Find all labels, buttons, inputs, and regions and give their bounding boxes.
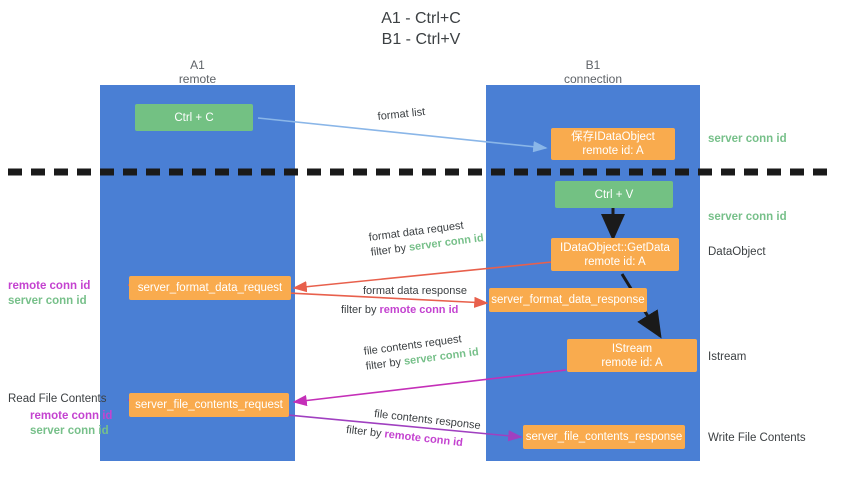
flow-file-contents-response-emphasis: remote conn id bbox=[383, 428, 464, 450]
node-getdata-line1: IDataObject::GetData bbox=[560, 241, 670, 254]
node-server-format-data-response[interactable]: server_format_data_response bbox=[489, 288, 647, 312]
node-server-file-contents-response-label: server_file_contents_response bbox=[525, 431, 683, 443]
node-getdata-line2: remote id: A bbox=[584, 255, 646, 268]
flow-format-data-response-line2: filter by remote conn id bbox=[341, 303, 467, 318]
node-server-file-contents-request[interactable]: server_file_contents_request bbox=[129, 393, 289, 417]
flow-label-format-list-text: format list bbox=[377, 106, 426, 123]
legend-bottom-remote-conn-id: remote conn id bbox=[30, 410, 113, 422]
node-store-idataobject[interactable]: 保存IDataObject remote id: A bbox=[551, 128, 675, 160]
node-ctrl-c[interactable]: Ctrl + C bbox=[135, 104, 253, 131]
node-ctrl-v[interactable]: Ctrl + V bbox=[555, 181, 673, 208]
node-server-file-contents-response[interactable]: server_file_contents_response bbox=[523, 425, 685, 449]
side-label-istream: Istream bbox=[708, 351, 747, 363]
node-ctrl-c-label: Ctrl + C bbox=[174, 111, 214, 124]
column-b1-sub: connection bbox=[563, 72, 623, 86]
legend-mid-conn-ids: remote conn id server conn id bbox=[8, 279, 90, 309]
flow-format-data-response-line1: format data response bbox=[363, 285, 467, 297]
column-a1-name: A1 bbox=[190, 58, 205, 72]
title-line-2: B1 - Ctrl+V bbox=[381, 31, 461, 48]
node-ctrl-v-label: Ctrl + V bbox=[594, 188, 634, 201]
flow-label-format-list: format list bbox=[377, 105, 426, 125]
side-label-server-conn-top: server conn id bbox=[708, 133, 787, 145]
legend-bottom-header: Read File Contents bbox=[8, 393, 107, 405]
legend-mid-remote-conn-id: remote conn id bbox=[8, 280, 91, 292]
legend-bottom-server-conn-id: server conn id bbox=[30, 425, 109, 437]
node-server-format-data-response-label: server_format_data_response bbox=[491, 294, 645, 306]
flow-label-file-contents-response: file contents response filter by remote … bbox=[346, 407, 482, 453]
flow-label-format-data-response: format data response filter by remote co… bbox=[341, 284, 467, 318]
flow-format-data-response-emphasis: remote conn id bbox=[379, 304, 459, 316]
side-label-server-conn-mid: server conn id bbox=[708, 211, 787, 223]
flow-format-data-response-prefix: filter by bbox=[341, 304, 380, 316]
flow-label-file-contents-request: file contents request filter by server c… bbox=[363, 330, 480, 375]
column-header-a1: A1 remote bbox=[100, 58, 295, 86]
node-istream-line1: IStream bbox=[611, 342, 653, 355]
node-server-format-data-request-label: server_format_data_request bbox=[137, 282, 283, 294]
column-a1-sub: remote bbox=[178, 72, 217, 86]
node-istream-line2: remote id: A bbox=[601, 356, 663, 369]
title-line-1: A1 - Ctrl+C bbox=[381, 10, 461, 27]
side-label-dataobject: DataObject bbox=[708, 246, 766, 258]
flow-file-contents-request-prefix: filter by bbox=[365, 355, 405, 373]
flow-label-format-data-request: format data request filter by server con… bbox=[368, 216, 485, 261]
page-title: A1 - Ctrl+C B1 - Ctrl+V bbox=[0, 8, 842, 50]
column-header-b1: B1 connection bbox=[486, 58, 700, 86]
legend-bottom-read-file-contents: Read File Contents remote conn id server… bbox=[8, 392, 112, 439]
node-store-idataobject-line2: remote id: A bbox=[582, 145, 644, 157]
column-b1-name: B1 bbox=[585, 58, 601, 72]
flow-format-data-request-prefix: filter by bbox=[370, 241, 410, 259]
node-idataobject-getdata[interactable]: IDataObject::GetData remote id: A bbox=[551, 238, 679, 271]
node-store-idataobject-line1: 保存IDataObject bbox=[571, 131, 655, 143]
node-server-format-data-request[interactable]: server_format_data_request bbox=[129, 276, 291, 300]
node-server-file-contents-request-label: server_file_contents_request bbox=[135, 399, 283, 411]
flow-file-contents-response-prefix: filter by bbox=[345, 423, 386, 441]
legend-mid-server-conn-id: server conn id bbox=[8, 295, 87, 307]
node-istream[interactable]: IStream remote id: A bbox=[567, 339, 697, 372]
side-label-write-file-contents: Write File Contents bbox=[708, 432, 806, 444]
